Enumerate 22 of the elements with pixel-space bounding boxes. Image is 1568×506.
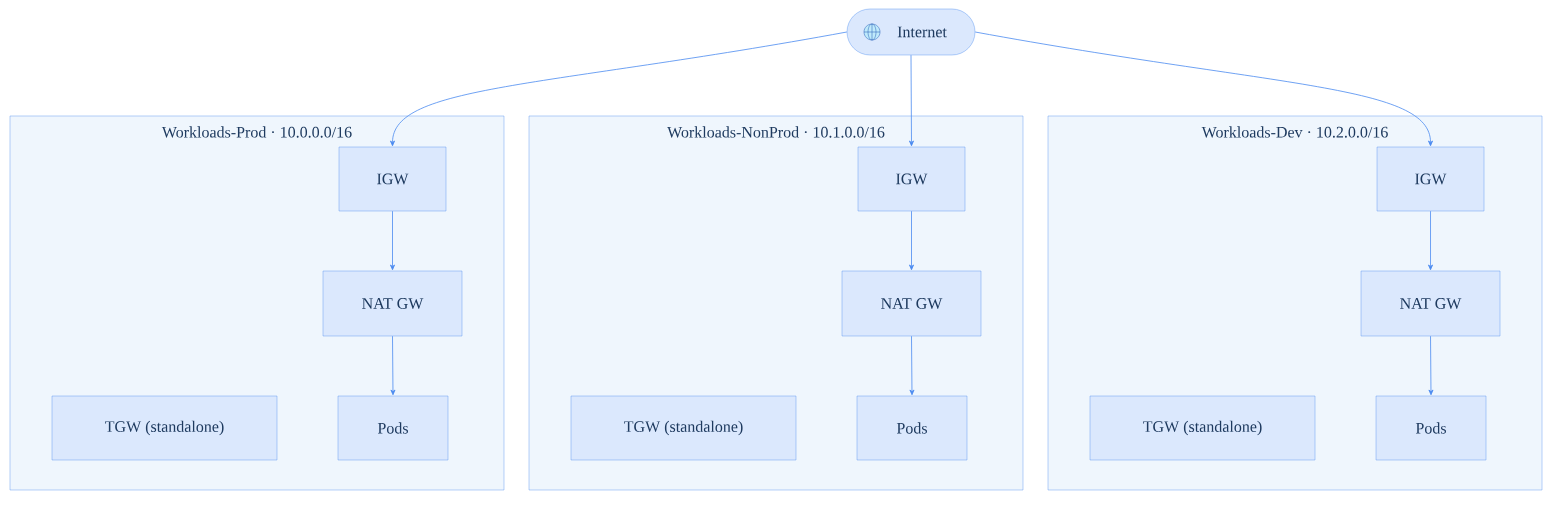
process-box: NAT GW <box>1360 270 1501 337</box>
arrow <box>909 54 914 147</box>
arrow <box>1428 335 1434 396</box>
process-box: NAT GW <box>841 270 982 337</box>
arrow <box>1428 210 1433 271</box>
pill-node: Internet <box>846 8 976 56</box>
process-box: IGW <box>857 146 966 212</box>
arrow <box>390 210 395 271</box>
arrow <box>974 31 1433 147</box>
process-box: IGW <box>1376 146 1485 212</box>
arrow <box>390 335 396 396</box>
process-box: NAT GW <box>322 270 463 337</box>
process-box: TGW (standalone) <box>51 395 278 461</box>
process-box: IGW <box>338 146 447 212</box>
process-box: TGW (standalone) <box>1089 395 1316 461</box>
process-box: Pods <box>856 395 968 461</box>
process-box: TGW (standalone) <box>570 395 797 461</box>
arrow <box>390 31 848 147</box>
process-box: Pods <box>1375 395 1487 461</box>
arrow <box>909 335 915 396</box>
process-box: Pods <box>337 395 449 461</box>
arrow <box>909 210 914 271</box>
